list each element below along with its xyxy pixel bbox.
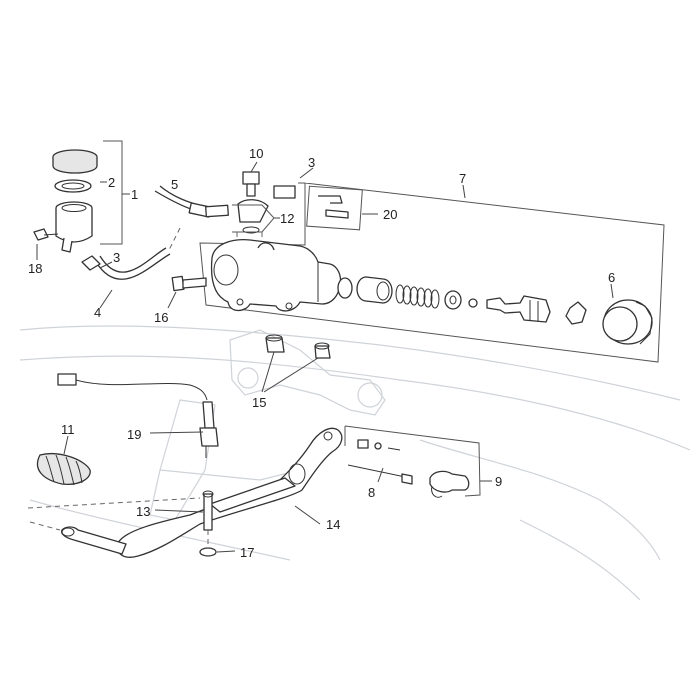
pedal-rubber [36, 435, 91, 486]
callout-3-hose: 3 [113, 250, 120, 265]
spring [395, 284, 440, 309]
spacer-bushings [261, 334, 331, 393]
callout-12: 12 [280, 211, 294, 226]
callout-13: 13 [136, 504, 150, 519]
callout-5: 5 [171, 177, 178, 192]
clutch-pedal-lever [27, 427, 343, 558]
callout-14: 14 [326, 517, 340, 532]
callout-11: 11 [61, 422, 75, 437]
seal-kit-box [306, 185, 378, 231]
piston-parts-row [337, 276, 653, 345]
master-cylinder-body [210, 238, 342, 312]
callout-2: 2 [108, 175, 115, 190]
callout-3-body: 3 [308, 155, 315, 170]
hose-group [81, 185, 212, 309]
callout-7: 7 [459, 171, 466, 186]
callout-10: 10 [249, 146, 263, 161]
callout-19: 19 [127, 427, 141, 442]
callout-1: 1 [131, 187, 138, 202]
reservoir-assembly [33, 140, 130, 260]
callout-labels: 1 2 3 3 4 5 6 7 8 9 10 11 12 13 14 15 16… [28, 146, 615, 560]
callout-15: 15 [252, 395, 266, 410]
callout-16: 16 [154, 310, 168, 325]
callout-18: 18 [28, 261, 42, 276]
callout-17: 17 [240, 545, 254, 560]
banjo-fitting-group [205, 161, 296, 248]
pedal-switch [57, 373, 219, 458]
background-frame-ghost [19, 325, 691, 601]
mounting-bolt [167, 275, 207, 309]
callout-20: 20 [383, 207, 397, 222]
callout-4: 4 [94, 305, 101, 320]
callout-8: 8 [368, 485, 375, 500]
callout-9: 9 [495, 474, 502, 489]
callout-6: 6 [608, 270, 615, 285]
repair-kit-box [199, 167, 665, 363]
pushrod-kit [344, 425, 492, 498]
